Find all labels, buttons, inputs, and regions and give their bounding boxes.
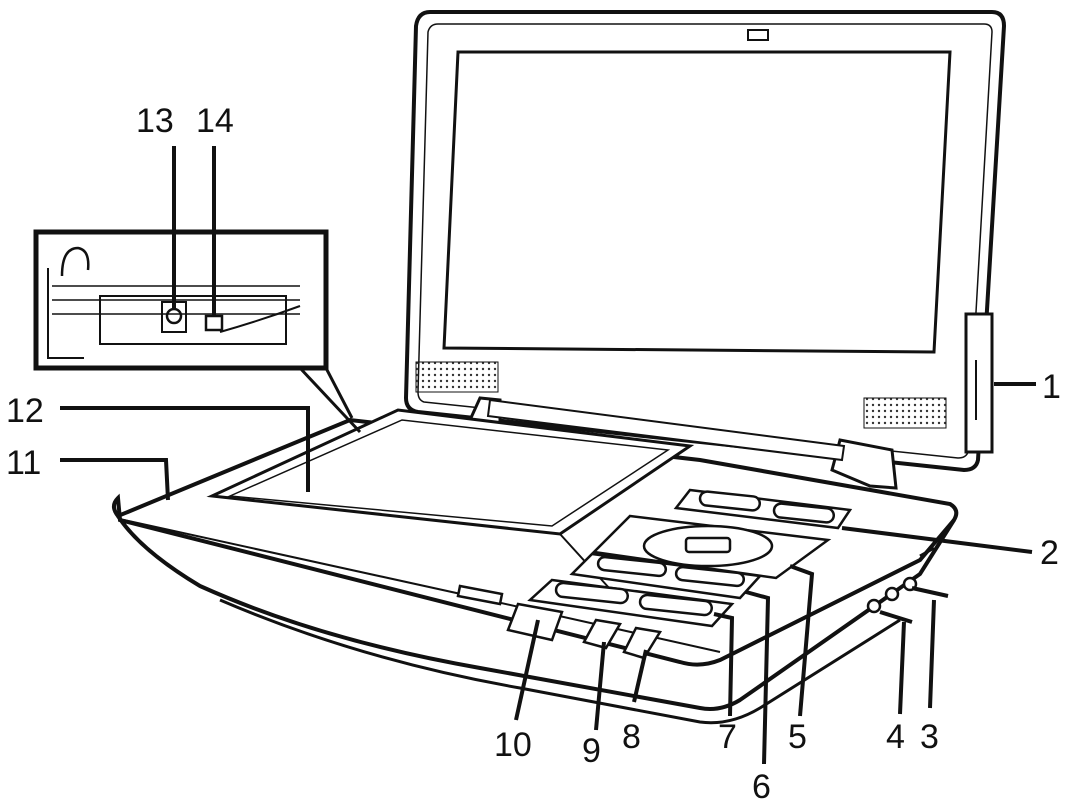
callout-8: 8	[622, 718, 641, 756]
leader-11	[60, 458, 170, 501]
screen-panel	[442, 50, 952, 354]
callout-7: 7	[718, 718, 737, 756]
button-top-b	[772, 502, 836, 524]
front-edge-line	[123, 519, 471, 597]
inset-socket	[99, 295, 287, 345]
inset-wire	[219, 305, 301, 333]
callout-1: 1	[1042, 368, 1061, 406]
base	[112, 408, 959, 725]
callout-3: 3	[920, 718, 939, 756]
speaker-grille-right	[863, 397, 947, 429]
callout-5: 5	[788, 718, 807, 756]
lid	[403, 10, 1007, 473]
jack-3a	[884, 586, 900, 602]
side-strip-box	[964, 312, 994, 454]
inset-edge	[47, 268, 84, 359]
callout-9: 9	[582, 732, 601, 770]
leader-2	[841, 526, 1033, 554]
callout-numbers: 1 2 3 4 5 6 7 8 9 10 11 12 13 14	[6, 102, 1061, 801]
button-bot-b	[638, 593, 713, 617]
leader-10	[514, 619, 540, 721]
callout-13: 13	[136, 102, 174, 140]
callout-14: 14	[196, 102, 234, 140]
leader-3	[911, 586, 949, 709]
inset-curve	[60, 246, 90, 277]
callout-10: 10	[494, 726, 532, 764]
disc-cover-outer	[206, 408, 695, 536]
leader-4	[879, 610, 913, 715]
hinge-right	[830, 438, 898, 490]
hinge-bar	[486, 398, 846, 462]
leader-9	[594, 641, 606, 731]
lid-latch	[747, 29, 769, 41]
leader-8	[632, 649, 648, 703]
button-bot-a	[554, 581, 629, 605]
leader-5	[789, 564, 815, 717]
button-mid-a	[596, 555, 668, 578]
inset-connector-left	[298, 366, 362, 434]
enter-button	[684, 536, 732, 554]
callout-4: 4	[886, 718, 905, 756]
control-panel	[527, 488, 853, 628]
button-top-a	[698, 490, 762, 512]
inset-panel	[33, 229, 362, 434]
disc-cover-inner	[227, 419, 671, 527]
switch-9	[582, 618, 622, 650]
power-switch	[506, 602, 564, 642]
leader-lines	[60, 146, 1036, 765]
speaker-grille-left	[415, 361, 499, 393]
leader-6	[745, 590, 771, 765]
front-switches	[456, 584, 663, 660]
jack-4	[866, 598, 882, 614]
callout-2: 2	[1040, 534, 1059, 572]
inset-connector-right	[324, 367, 354, 419]
button-mid-b	[674, 565, 746, 588]
side-port	[919, 546, 935, 558]
dc-in-jack-hole	[165, 307, 183, 325]
leader-7	[713, 612, 735, 717]
leader-12	[60, 406, 310, 492]
side-control-strip	[964, 312, 994, 454]
callout-12: 12	[6, 392, 44, 430]
open-button	[456, 584, 504, 606]
callout-6: 6	[752, 768, 771, 801]
base-bottom-line	[219, 598, 901, 725]
lid-inner-bezel	[417, 23, 993, 459]
base-side-shell	[116, 514, 956, 711]
callout-11: 11	[6, 444, 41, 482]
